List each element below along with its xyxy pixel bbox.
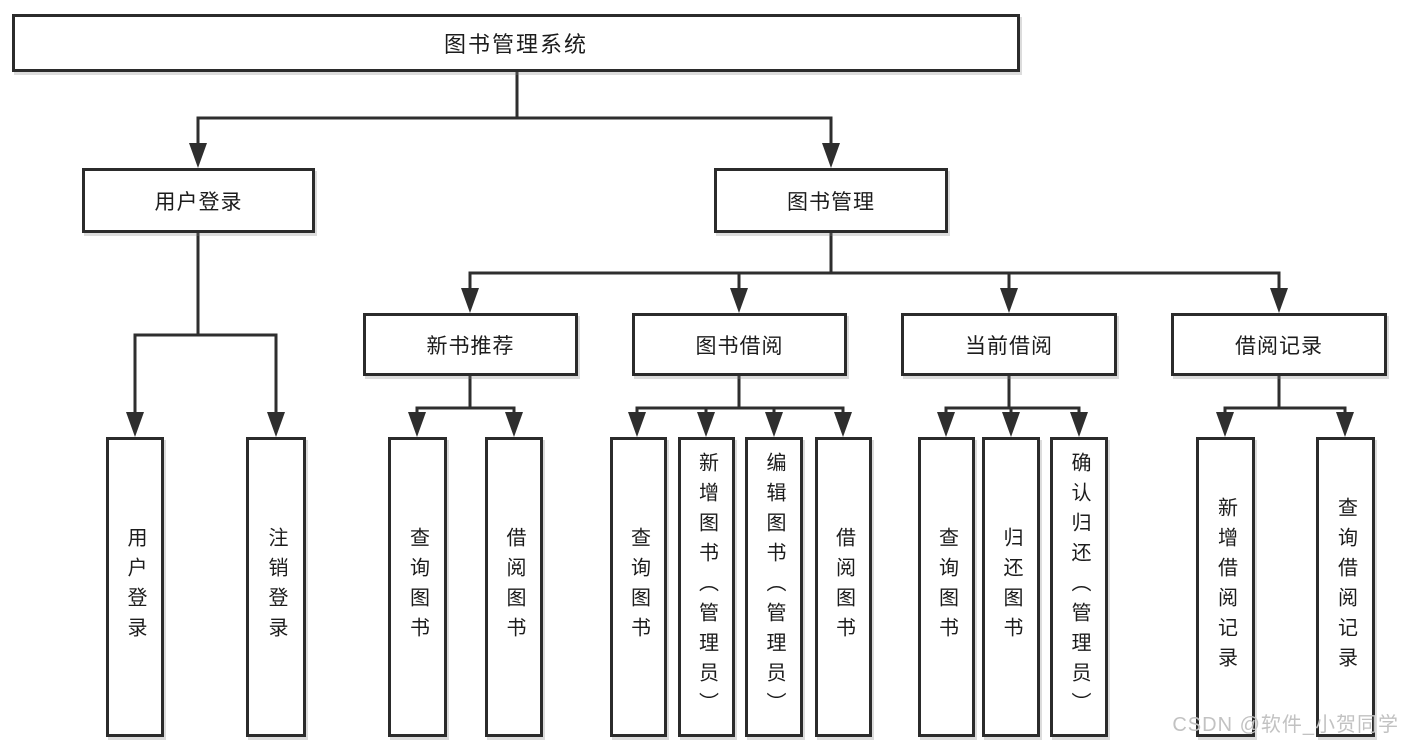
node-new-book-recommend-label: 新书推荐: [426, 334, 515, 358]
leaf-bb-add-books-admin: 新增图书（管理员）: [678, 437, 735, 737]
leaf-logout-login-label: 注销登录: [265, 527, 287, 647]
node-book-management-label: 图书管理: [787, 190, 875, 214]
node-library-system: 图书管理系统: [12, 14, 1020, 72]
leaf-bb-borrow-books-label: 借阅图书: [832, 527, 855, 647]
node-current-borrowing: 当前借阅: [901, 313, 1117, 376]
leaf-bb-edit-books-admin-label: 编辑图书（管理员）: [763, 452, 785, 722]
leaf-bb-edit-books-admin: 编辑图书（管理员）: [745, 437, 803, 737]
node-borrowing-records: 借阅记录: [1171, 313, 1387, 376]
leaf-cb-return-books-label: 归还图书: [1000, 527, 1022, 647]
leaf-cb-confirm-return-admin-label: 确认归还（管理员）: [1068, 452, 1090, 722]
leaf-logout-login: 注销登录: [246, 437, 306, 737]
leaf-cb-confirm-return-admin: 确认归还（管理员）: [1050, 437, 1108, 737]
leaf-cb-query-books: 查询图书: [918, 437, 975, 737]
leaf-br-query-record: 查询借阅记录: [1316, 437, 1375, 737]
node-book-management: 图书管理: [714, 168, 948, 233]
node-book-borrowing: 图书借阅: [632, 313, 847, 376]
leaf-cb-return-books: 归还图书: [982, 437, 1040, 737]
node-new-book-recommend: 新书推荐: [363, 313, 578, 376]
node-current-borrowing-label: 当前借阅: [965, 334, 1053, 358]
leaf-nb-borrow-books: 借阅图书: [485, 437, 543, 737]
node-borrowing-records-label: 借阅记录: [1235, 334, 1323, 358]
arrowheads: [126, 143, 1354, 437]
leaf-user-login: 用户登录: [106, 437, 164, 737]
node-user-login: 用户登录: [82, 168, 315, 233]
leaf-br-add-record-label: 新增借阅记录: [1214, 497, 1237, 677]
leaf-bb-add-books-admin-label: 新增图书（管理员）: [695, 452, 718, 722]
leaf-bb-query-books: 查询图书: [610, 437, 667, 737]
leaf-br-add-record: 新增借阅记录: [1196, 437, 1255, 737]
leaf-cb-query-books-label: 查询图书: [935, 527, 958, 647]
node-library-system-label: 图书管理系统: [443, 32, 588, 57]
watermark-csdn: CSDN @软件_小贺同学: [1172, 714, 1399, 736]
node-book-borrowing-label: 图书借阅: [695, 334, 784, 358]
node-user-login-label: 用户登录: [154, 190, 243, 214]
leaf-bb-borrow-books: 借阅图书: [815, 437, 872, 737]
leaf-nb-borrow-books-label: 借阅图书: [503, 527, 525, 647]
leaf-nb-query-books: 查询图书: [388, 437, 447, 737]
leaf-user-login-label: 用户登录: [124, 527, 146, 647]
leaf-nb-query-books-label: 查询图书: [406, 527, 429, 647]
leaf-bb-query-books-label: 查询图书: [627, 527, 650, 647]
leaf-br-query-record-label: 查询借阅记录: [1334, 497, 1357, 677]
